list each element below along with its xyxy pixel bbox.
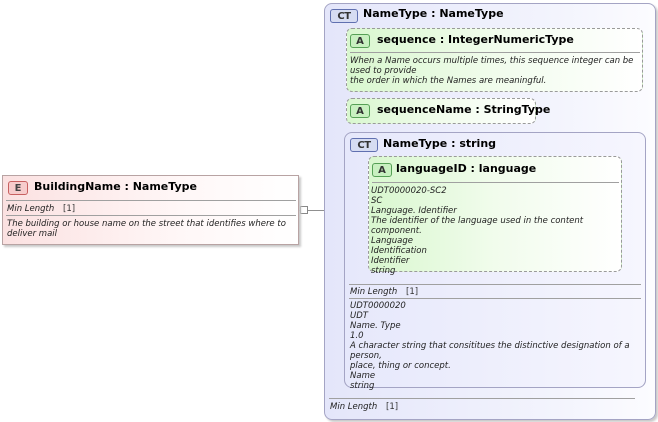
attribute-badge: A [350,104,370,118]
attribute-divider [350,52,640,53]
element-divider-2 [6,215,296,216]
inner-type-divider [349,284,641,285]
expand-collapse-toggle[interactable] [300,206,308,214]
attribute-sequencename[interactable]: A sequenceName : StringType [346,98,550,124]
inner-type-details: UDT0000020 UDT Name. Type 1.0 A characte… [350,301,630,391]
element-min-length-label: Min Length [7,204,55,214]
complex-type-badge: CT [330,9,358,23]
inner-type-min-length-label: Min Length [350,287,398,297]
inner-type-badge: CT [350,138,378,152]
attribute-title: sequenceName : StringType [377,103,551,116]
attribute-sequence[interactable]: A sequence : IntegerNumericType When a N… [346,28,643,92]
complex-type-min-length-value: [1] [386,402,399,412]
attribute-badge: A [350,34,370,48]
attribute-details: UDT0000020-SC2 SC Language. Identifier T… [371,186,584,276]
element-min-length-value: [1] [63,204,76,214]
element-badge: E [8,181,28,195]
inner-type-divider-2 [349,298,641,299]
complex-type-footer-divider [329,398,635,399]
element-description: The building or house name on the street… [7,219,286,239]
attribute-title: languageID : language [396,162,537,175]
attribute-description: When a Name occurs multiple times, this … [350,56,634,86]
attribute-title: sequence : IntegerNumericType [377,33,574,46]
inner-type-min-length-value: [1] [406,287,419,297]
attribute-divider [372,182,619,183]
element-title: BuildingName : NameType [34,180,197,193]
inner-type-title: NameType : string [383,137,497,150]
element-buildingname[interactable]: E BuildingName : NameType Min Length [1]… [2,175,299,245]
attribute-languageid[interactable]: A languageID : language UDT0000020-SC2 S… [368,156,622,276]
attribute-badge: A [372,163,392,177]
connector-h-main [308,210,334,211]
complex-type-title: NameType : NameType [363,7,504,20]
complex-type-min-length-label: Min Length [330,402,378,412]
element-divider [6,200,296,201]
